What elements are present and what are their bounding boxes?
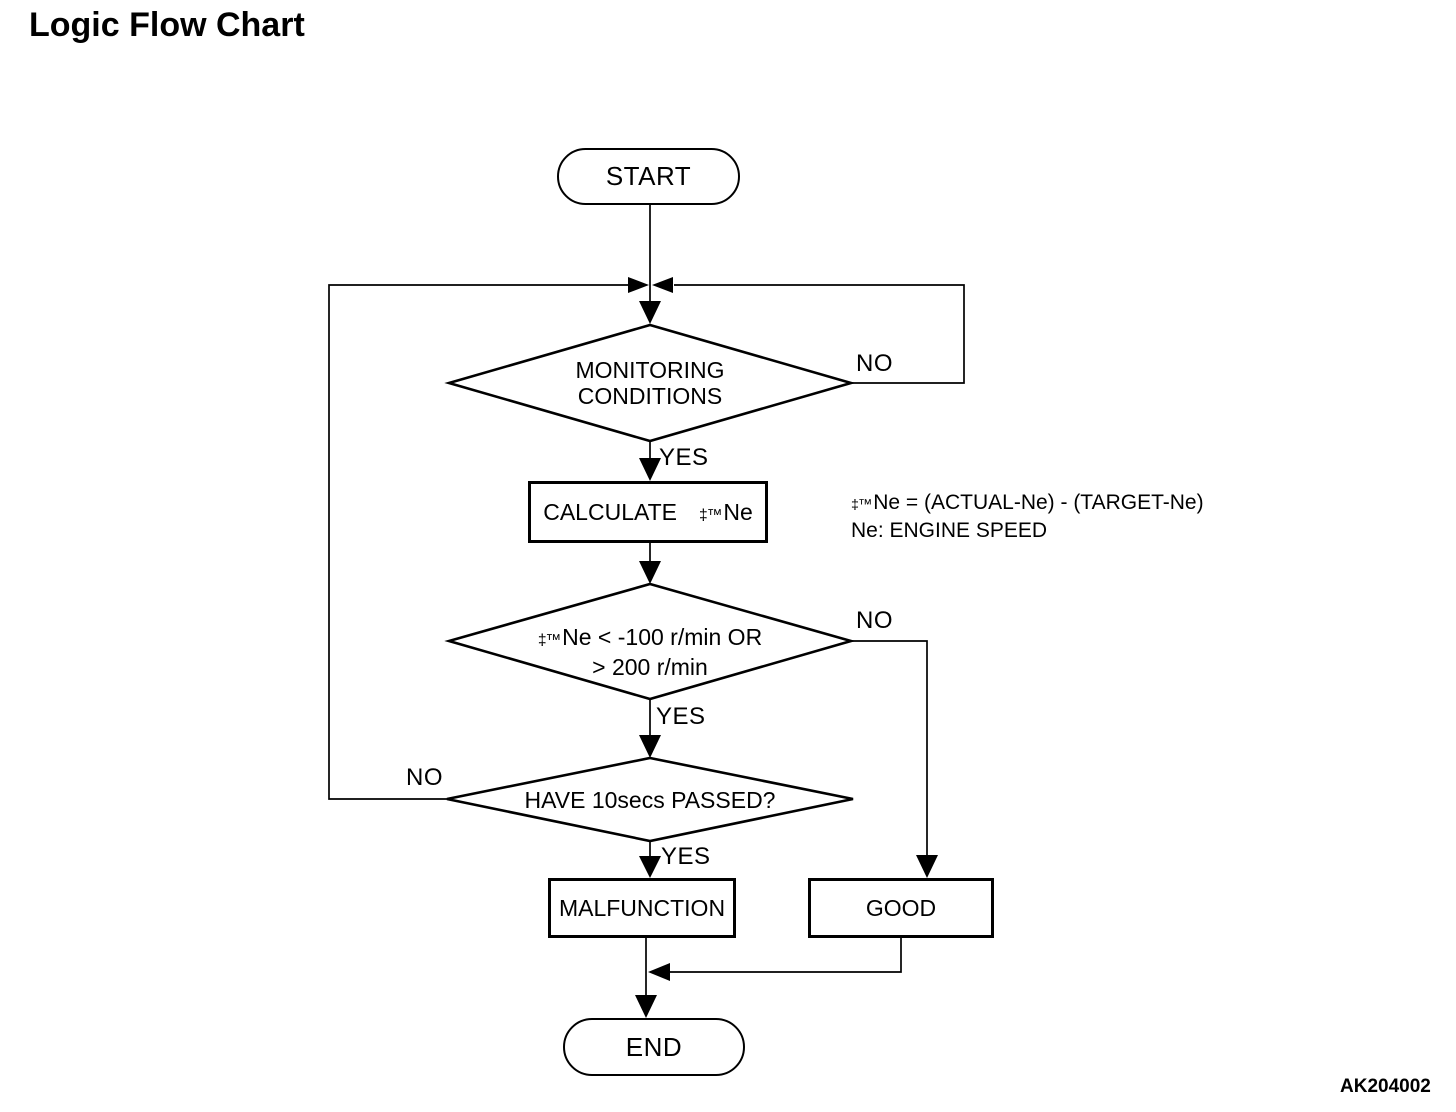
- threshold-no-label: NO: [856, 607, 893, 634]
- monitoring-decision-label: MONITORING CONDITIONS: [575, 357, 725, 409]
- page-title: Logic Flow Chart: [29, 6, 305, 44]
- arrowhead-into-timer: [639, 735, 661, 758]
- arrowhead-merge-left: [648, 963, 670, 981]
- end-terminal: END: [563, 1018, 745, 1076]
- arrowhead-into-monitoring: [639, 301, 661, 324]
- monitoring-decision-diamond: [444, 323, 856, 443]
- note-definition-line: Ne: ENGINE SPEED: [851, 519, 1048, 542]
- edge-threshold-no: [851, 640, 928, 857]
- delta-ne-note: ‡™Ne = (ACTUAL-Ne) - (TARGET-Ne) Ne: ENG…: [851, 490, 1204, 544]
- threshold-yes-label: YES: [656, 703, 706, 730]
- note-formula-line: ‡™Ne = (ACTUAL-Ne) - (TARGET-Ne): [851, 491, 1204, 514]
- threshold-decision-diamond: [444, 582, 856, 701]
- end-label: END: [625, 1031, 683, 1062]
- threshold-condition-line2: > 200 r/min: [592, 654, 708, 680]
- timer-decision-diamond: [446, 756, 854, 843]
- arrowhead-into-malfunction: [639, 856, 661, 878]
- good-label: GOOD: [865, 894, 937, 921]
- arrowhead-right-into-junction: [652, 277, 673, 293]
- timer-no-label: NO: [406, 764, 443, 791]
- timer-yes-label: YES: [661, 843, 711, 870]
- arrowhead-into-calculate: [639, 458, 661, 481]
- arrowhead-into-end: [635, 995, 657, 1018]
- figure-code: AK204002: [1340, 1076, 1431, 1097]
- malfunction-process-box: MALFUNCTION: [548, 878, 736, 938]
- good-process-box: GOOD: [808, 878, 994, 938]
- edge-timer-no-loop: [328, 284, 628, 800]
- start-terminal: START: [557, 148, 740, 205]
- threshold-condition-line1: ‡™Ne < -100 r/min OR: [537, 624, 763, 650]
- calculate-operand: ‡™Ne: [699, 498, 753, 525]
- arrowhead-into-good: [916, 855, 938, 878]
- calculate-verb: CALCULATE: [543, 498, 678, 525]
- arrowhead-left-into-junction: [628, 277, 649, 293]
- calculate-process-box: CALCULATE ‡™Ne: [528, 481, 768, 543]
- edge-good-merge: [670, 938, 902, 973]
- monitoring-yes-label: YES: [659, 444, 709, 471]
- monitoring-no-label: NO: [856, 350, 893, 377]
- start-label: START: [605, 161, 692, 191]
- edge-monitoring-no-loop: [674, 284, 965, 384]
- arrowhead-into-threshold: [639, 561, 661, 584]
- threshold-decision-label: ‡™Ne < -100 r/min OR > 200 r/min: [450, 624, 850, 680]
- malfunction-label: MALFUNCTION: [558, 894, 726, 921]
- timer-decision-label: HAVE 10secs PASSED?: [524, 787, 776, 813]
